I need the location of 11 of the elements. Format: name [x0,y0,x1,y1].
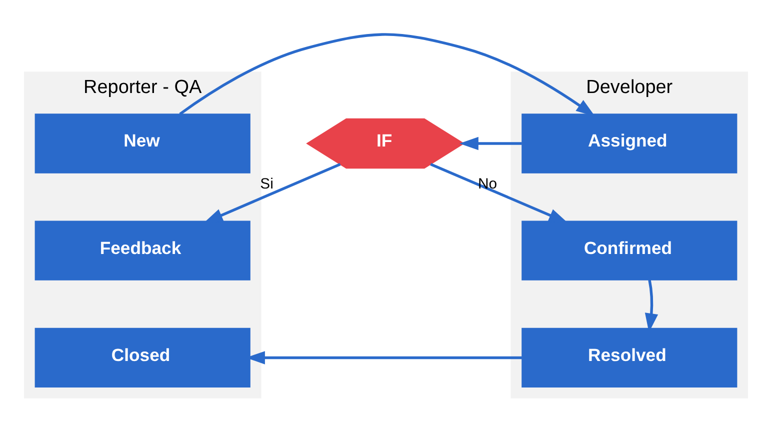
node-box: Resolved [522,328,738,388]
node-box: Confirmed [522,220,738,280]
node-box: New [34,114,250,174]
arrow [459,136,522,150]
arrow [179,33,596,116]
arrow [430,162,568,223]
node-box: Feedback [34,220,250,280]
node-box: Closed [34,328,250,388]
edge-label: Si [260,176,274,193]
arrow [204,162,341,223]
node-box: Assigned [522,114,738,174]
